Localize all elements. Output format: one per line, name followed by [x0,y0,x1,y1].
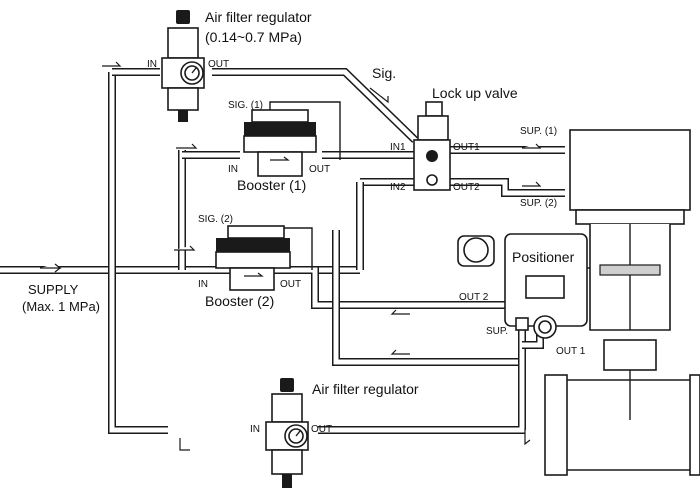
air-filter-top-in-label: IN [147,59,157,70]
piping [0,68,565,434]
supply-max-label: (Max. 1 MPa) [22,299,100,314]
supply-label: SUPPLY [28,282,79,297]
air-filter-top-range: (0.14~0.7 MPa) [205,29,302,45]
sup-pos-label: SUP. [486,326,508,337]
booster2-in-label: IN [198,279,208,290]
sig1-label: SIG. (1) [228,100,263,111]
booster-1 [243,109,317,177]
booster1-out-label: OUT [309,164,330,175]
positioner-label: Positioner [512,249,575,265]
sup2-label: SUP. (2) [520,198,557,209]
air-filter-top-title: Air filter regulator [205,9,312,25]
lock-up-valve-label: Lock up valve [432,85,518,101]
sig-label: Sig. [372,65,396,81]
booster1-label: Booster (1) [237,177,306,193]
air-filter-bottom-out-label: OUT [311,424,332,435]
sig2-label: SIG. (2) [198,214,233,225]
air-filter-top-out-label: OUT [208,59,229,70]
positioner [457,233,640,339]
lock-up-valve [413,101,451,191]
air-filter-regulator-top [161,10,205,122]
booster1-in-label: IN [228,164,238,175]
labels: Air filter regulator (0.14~0.7 MPa) IN O… [22,9,586,435]
air-filter-bottom-in-label: IN [250,424,260,435]
air-filter-regulator-bottom [265,378,309,488]
in1-label: IN1 [390,142,406,153]
out2-pos-label: OUT 2 [459,292,489,303]
out2-lock-label: OUT2 [453,182,480,193]
sup1-label: SUP. (1) [520,126,557,137]
out1-pos-label: OUT 1 [556,346,586,357]
out1-lock-label: OUT1 [453,142,480,153]
air-filter-bottom-title: Air filter regulator [312,381,419,397]
booster2-out-label: OUT [280,279,301,290]
in2-label: IN2 [390,182,406,193]
actuator-valve [544,129,700,476]
booster2-label: Booster (2) [205,293,274,309]
booster-2 [215,225,291,291]
flow-arrows [40,61,542,451]
